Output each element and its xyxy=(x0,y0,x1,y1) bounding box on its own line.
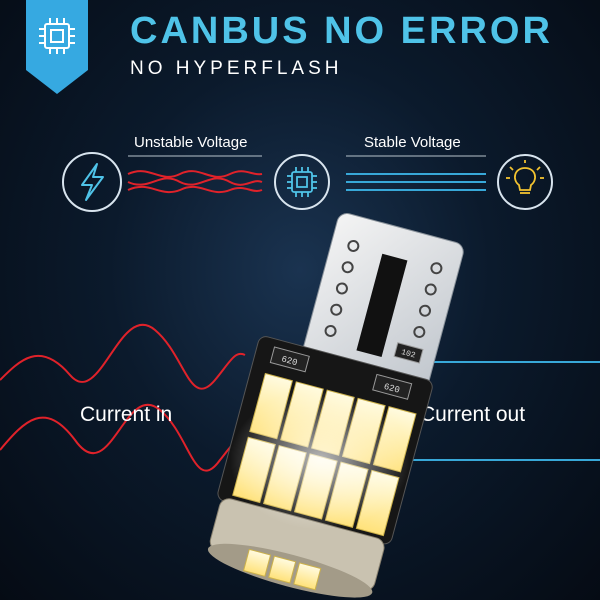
resistor-marking-3: 102 xyxy=(400,348,416,360)
resistor: 102 xyxy=(393,342,424,364)
led-chips-tail xyxy=(242,548,322,591)
page-title: CANBUS NO ERROR xyxy=(130,10,553,52)
page-subtitle: NO HYPERFLASH xyxy=(130,58,343,79)
voltage-diagram xyxy=(62,152,553,212)
resistor-marking-1: 620 xyxy=(280,354,298,368)
resistor: 620 xyxy=(269,346,310,373)
header-badge xyxy=(26,0,88,94)
lightning-icon xyxy=(62,152,122,212)
current-out-label: Current out xyxy=(420,403,526,426)
led-bulb-image: 620 620 102 xyxy=(207,213,464,598)
bulb-icon xyxy=(497,154,553,210)
chip-icon xyxy=(39,18,75,54)
stable-voltage-label: Stable Voltage xyxy=(364,134,461,151)
resistor: 620 xyxy=(372,373,413,400)
chip-icon xyxy=(274,154,330,210)
current-in-label: Current in xyxy=(80,403,173,426)
unstable-voltage-label: Unstable Voltage xyxy=(134,134,248,151)
resistor-marking-2: 620 xyxy=(383,382,401,396)
